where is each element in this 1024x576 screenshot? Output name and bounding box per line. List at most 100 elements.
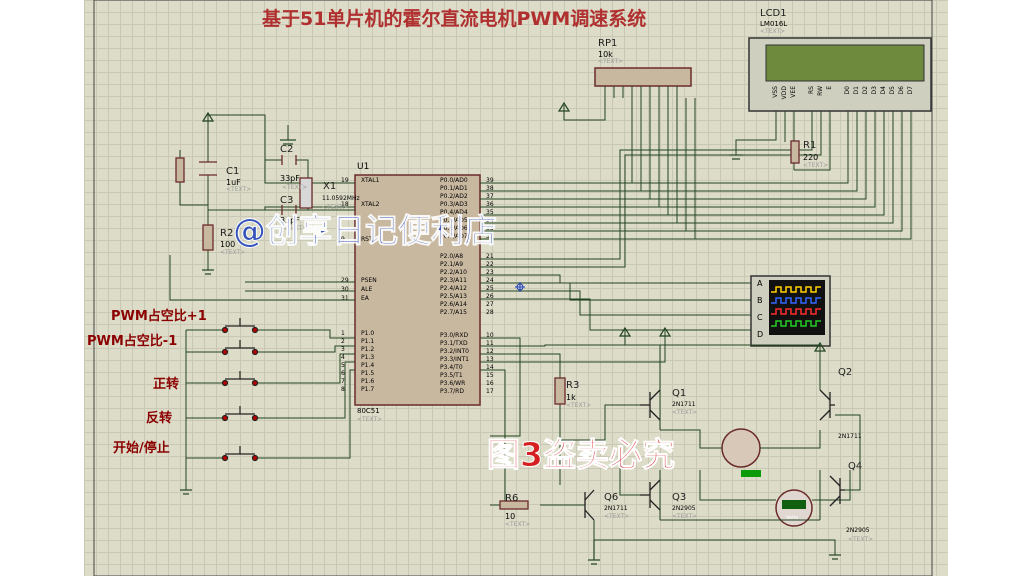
scope-channel: C bbox=[757, 313, 763, 322]
mcu-pin-number: 38 bbox=[486, 185, 494, 192]
mcu-pin-number: 30 bbox=[341, 286, 349, 293]
q3-tag: <TEXT> bbox=[672, 513, 698, 520]
mcu-pin-name: P3.7/RD bbox=[440, 388, 464, 395]
mcu-pin-number: 33 bbox=[486, 225, 494, 232]
q6-ref: Q6 bbox=[604, 492, 619, 503]
q6-value: 2N1711 bbox=[604, 505, 628, 512]
mcu-pin-number: 13 bbox=[486, 356, 494, 363]
mcu-pin-name: P2.2/A10 bbox=[440, 269, 467, 276]
r1-ref: R1 bbox=[803, 140, 817, 151]
mcu-pin-name: P2.5/A13 bbox=[440, 293, 467, 300]
mcu-pin-number: 15 bbox=[486, 372, 494, 379]
c1-value: 1uF bbox=[226, 178, 241, 187]
x1-value: 11.0592MHz bbox=[322, 195, 360, 202]
mcu-text-tag: <TEXT> bbox=[357, 416, 383, 423]
mcu-pin-number: 21 bbox=[486, 253, 494, 260]
r2-ref: R2 bbox=[220, 228, 234, 239]
rp1-value: 10k bbox=[598, 50, 613, 59]
watermark-top: @创享日记便利店 bbox=[233, 211, 498, 251]
mcu-pin-name: P3.4/T0 bbox=[440, 364, 463, 371]
mcu-pin-number: 19 bbox=[341, 177, 349, 184]
mcu-pin-number: 2 bbox=[341, 338, 345, 345]
mcu-pin-number: 39 bbox=[486, 177, 494, 184]
mcu-pin-number: 10 bbox=[486, 332, 494, 339]
r1-value: 220 bbox=[803, 153, 819, 162]
lcd-pin-label: D3 bbox=[871, 86, 878, 95]
mcu-pin-name: P0.2/AD2 bbox=[440, 193, 468, 200]
voltmeter-unit: Volts bbox=[786, 515, 799, 521]
mcu-pin-number: 5 bbox=[341, 362, 345, 369]
mcu-pin-number: 8 bbox=[341, 386, 345, 393]
rp1-tag: <TEXT> bbox=[598, 58, 624, 65]
q1-ref: Q1 bbox=[672, 388, 687, 399]
mcu-pin-number: 18 bbox=[341, 201, 349, 208]
mcu-pin-name: P2.1/A9 bbox=[440, 261, 464, 268]
lcd-pin-label: D4 bbox=[880, 86, 887, 95]
x1-tag: <TEXT> bbox=[322, 204, 348, 211]
button-label-reverse: 反转 bbox=[146, 411, 173, 426]
lcd-pin-label: VSS bbox=[772, 86, 779, 98]
scope-channel: B bbox=[757, 296, 763, 305]
scope-channel: D bbox=[757, 330, 764, 339]
mcu-pin-number: 12 bbox=[486, 348, 494, 355]
mcu-pin-name: P3.2/INT0 bbox=[440, 348, 469, 355]
mcu-pin-number: 34 bbox=[486, 217, 494, 224]
r6-ref: R6 bbox=[505, 493, 519, 504]
mcu-pin-name: P1.3 bbox=[361, 354, 375, 361]
motor-body bbox=[721, 428, 761, 468]
mcu-pin-name: P3.5/T1 bbox=[440, 372, 463, 379]
q3-value: 2N2905 bbox=[672, 505, 696, 512]
mcu-pin-number: 17 bbox=[486, 388, 494, 395]
r6-value: 10 bbox=[505, 512, 516, 521]
mcu-pin-name: RST bbox=[361, 236, 373, 243]
mcu-pin-name: P0.1/AD1 bbox=[440, 185, 468, 192]
mcu-pin-name: P1.1 bbox=[361, 338, 375, 345]
mcu-pin-number: 32 bbox=[486, 233, 494, 240]
q6-tag: <TEXT> bbox=[604, 513, 630, 520]
lcd-pin-label: VDD bbox=[781, 86, 788, 100]
mcu-pin-name: EA bbox=[361, 295, 369, 302]
lcd-pin-label: VEE bbox=[790, 86, 797, 98]
lcd-pin-label: D7 bbox=[907, 86, 914, 95]
c1-ref: C1 bbox=[226, 166, 240, 177]
mcu-pin-number: 26 bbox=[486, 293, 494, 300]
scope-channel: A bbox=[757, 279, 763, 288]
mcu-body bbox=[354, 174, 481, 406]
q2-ref: Q2 bbox=[838, 367, 853, 378]
r3-value: 1k bbox=[566, 393, 576, 402]
q2-value: 2N1711 bbox=[838, 433, 862, 440]
mcu-pin-name: P0.6/AD6 bbox=[440, 225, 468, 232]
mcu-pin-name: P1.5 bbox=[361, 370, 375, 377]
button-label-duty-up: PWM占空比+1 bbox=[111, 309, 207, 324]
mcu-pin-name: P2.7/A15 bbox=[440, 309, 467, 316]
mcu-pin-name: XTAL1 bbox=[361, 177, 380, 184]
mcu-pin-number: 24 bbox=[486, 277, 494, 284]
q1-value: 2N1711 bbox=[672, 401, 696, 408]
mcu-ref: U1 bbox=[357, 162, 370, 172]
mcu-pin-number: 3 bbox=[341, 346, 345, 353]
r2-tag: <TEXT> bbox=[220, 249, 246, 256]
mcu-pin-number: 11 bbox=[486, 340, 494, 347]
mcu-pin-name: P2.3/A11 bbox=[440, 277, 467, 284]
button-label-forward: 正转 bbox=[153, 377, 180, 392]
mcu-pin-number: 27 bbox=[486, 301, 494, 308]
mcu-pin-name: P1.0 bbox=[361, 330, 375, 337]
mcu-pin-number: 25 bbox=[486, 285, 494, 292]
mcu-pin-number: 9 bbox=[341, 236, 345, 243]
mcu-pin-name: P0.5/AD5 bbox=[440, 217, 468, 224]
mcu-pin-name: P2.6/A14 bbox=[440, 301, 467, 308]
rp1-body bbox=[594, 67, 692, 87]
lcd-pin-label: RS bbox=[808, 86, 815, 94]
q4-ref: Q4 bbox=[848, 461, 863, 472]
c2-value: 33pF bbox=[280, 174, 300, 183]
lcd-pin-label: E bbox=[826, 86, 833, 90]
mcu-pin-number: 36 bbox=[486, 201, 494, 208]
r1-tag: <TEXT> bbox=[803, 162, 829, 169]
mcu-pin-name: ALE bbox=[361, 286, 373, 293]
lcd-ref: LCD1 bbox=[760, 8, 787, 19]
q3-ref: Q3 bbox=[672, 492, 687, 503]
mcu-pin-number: 28 bbox=[486, 309, 494, 316]
mcu-pin-name: P0.0/AD0 bbox=[440, 177, 468, 184]
x1-ref: X1 bbox=[323, 181, 337, 192]
